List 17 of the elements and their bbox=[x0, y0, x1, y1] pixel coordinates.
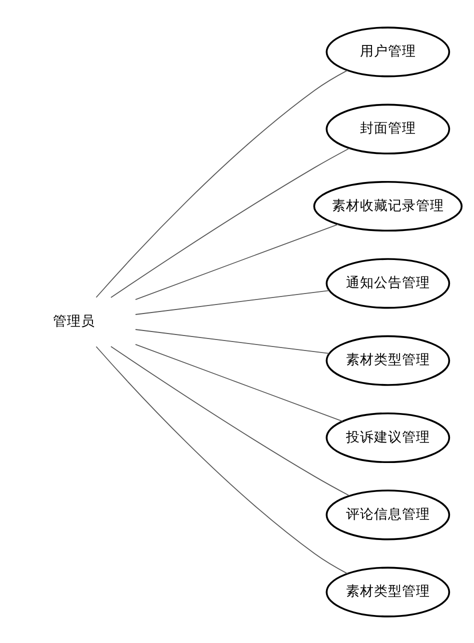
connector bbox=[110, 346, 350, 496]
node-ellipse: 通知公告管理 bbox=[326, 258, 450, 308]
node-ellipse: 封面管理 bbox=[326, 103, 450, 154]
connector bbox=[135, 223, 339, 300]
node-ellipse: 评论信息管理 bbox=[326, 489, 450, 540]
connector bbox=[135, 344, 344, 422]
node-ellipse: 素材类型管理 bbox=[326, 566, 450, 617]
connector bbox=[96, 70, 348, 298]
connector bbox=[135, 328, 330, 354]
connector bbox=[110, 147, 350, 298]
node-ellipse: 用户管理 bbox=[326, 26, 450, 77]
connector bbox=[135, 290, 330, 314]
node-ellipse: 投诉建议管理 bbox=[326, 412, 450, 463]
node-text: 管理员 bbox=[52, 313, 95, 330]
node-ellipse: 素材收藏记录管理 bbox=[313, 180, 463, 232]
connector bbox=[96, 346, 348, 574]
node-ellipse: 素材类型管理 bbox=[326, 334, 450, 386]
